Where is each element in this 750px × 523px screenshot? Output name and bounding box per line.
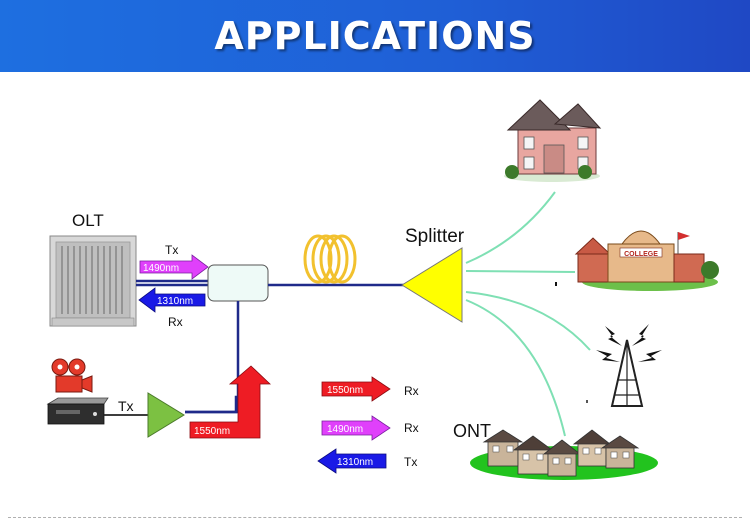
page-title: APPLICATIONS: [214, 14, 536, 58]
splitter-label: Splitter: [405, 226, 465, 247]
legend-1490-label: Rx: [404, 421, 419, 435]
legend-1490-arrow-icon: [321, 415, 391, 441]
ont-houses-icon: [470, 429, 658, 480]
wdm-coupler-box: [207, 264, 269, 302]
dot-mark: [555, 282, 557, 286]
footer-divider: [8, 517, 742, 518]
legend-1490-wavelength: 1490nm: [327, 424, 363, 435]
tower-icon: [596, 324, 662, 407]
dot-mark-2: [586, 400, 588, 403]
video-tx-label: Tx: [118, 398, 134, 414]
legend: 1550nm Rx 1490nm Rx 1310nm Tx: [317, 376, 419, 474]
legend-1310-label: Tx: [404, 455, 417, 469]
branch-fibers: [465, 191, 591, 437]
olt-label: OLT: [72, 211, 104, 230]
splitter-icon: [401, 247, 463, 323]
video-wavelength: 1550nm: [194, 426, 230, 437]
rx-1310-arrow-icon: [138, 287, 206, 313]
legend-1550-label: Rx: [404, 384, 419, 398]
legend-1310-wavelength: 1310nm: [337, 457, 373, 468]
olt-tx-label: Tx: [165, 243, 178, 257]
olt-tx-wavelength: 1490nm: [143, 263, 179, 274]
tx-1550-arrow-icon: [189, 365, 272, 439]
olt-rx-label: Rx: [168, 315, 183, 329]
olt-rx-wavelength: 1310nm: [157, 296, 193, 307]
college-icon: COLLEGE: [574, 230, 719, 291]
legend-1550-wavelength: 1550nm: [327, 385, 363, 396]
legend-1550-arrow-icon: [321, 376, 391, 402]
video-recorder-icon: [46, 397, 109, 425]
tx-1490-arrow-icon: [139, 254, 209, 280]
house-icon: [504, 99, 602, 182]
header-bar: APPLICATIONS: [0, 0, 750, 72]
fiber-coil-icon: [303, 234, 357, 284]
video-camera-icon: [51, 358, 93, 393]
college-sign-text: COLLEGE: [624, 251, 658, 258]
ont-label: ONT: [453, 421, 491, 441]
legend-1310-arrow-icon: [317, 448, 387, 474]
olt-rack-icon: [49, 235, 137, 327]
video-fiber-line: [185, 301, 240, 414]
amplifier-icon: [147, 392, 185, 438]
